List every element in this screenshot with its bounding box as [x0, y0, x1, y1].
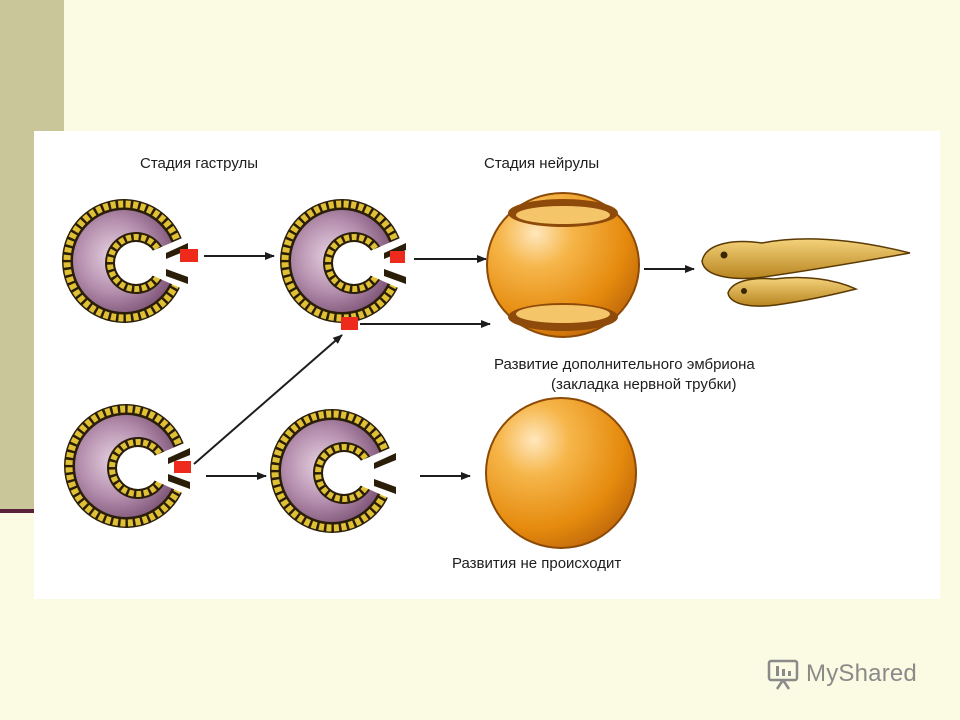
no-development-label: Развития не происходит	[452, 555, 621, 572]
neural-tube-label: (закладка нервной трубки)	[551, 376, 737, 393]
tadpole-larvae	[701, 238, 911, 307]
gastrula-stage-label: Стадия гаструлы	[140, 155, 258, 172]
embryo-transplant-diagram: Стадия гаструлы Стадия нейрулы Развитие	[34, 155, 911, 572]
side-rule	[0, 509, 64, 513]
transplant-marker	[390, 251, 405, 263]
neurula-embryo	[486, 192, 640, 338]
transplant-marker	[174, 461, 191, 473]
neurula-stage-label: Стадия нейрулы	[484, 155, 599, 172]
gastrula-donor-top	[62, 199, 196, 323]
extra-embryo-label: Развитие дополнительного эмбриона	[494, 356, 755, 373]
undeveloped-embryo	[485, 397, 637, 549]
presentation-board-icon	[767, 659, 799, 690]
gastrula-host-bottom	[270, 409, 404, 533]
transplant-marker	[341, 317, 358, 330]
brand-name: MyShared	[806, 660, 917, 687]
arrow	[193, 334, 343, 465]
figure-panel: Стадия гаструлы Стадия нейрулы Развитие	[34, 131, 940, 599]
transplant-marker	[180, 249, 198, 262]
myshared-logo: MyShared	[766, 656, 917, 692]
